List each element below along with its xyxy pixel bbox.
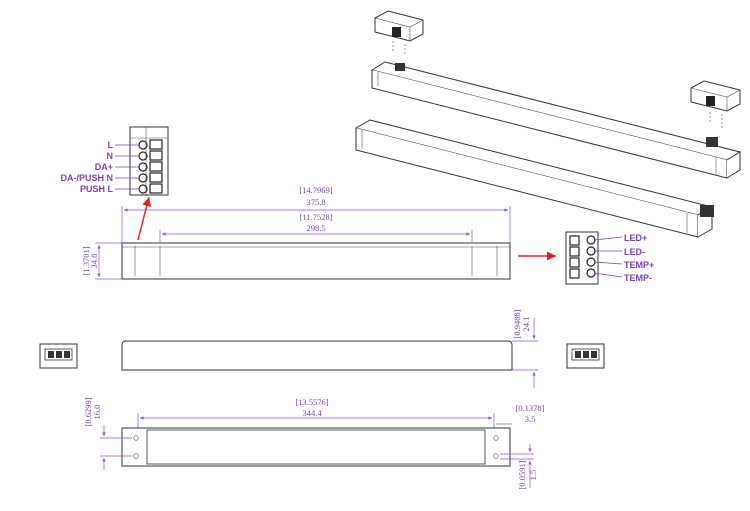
dim-top-inner-mm: 298.5 xyxy=(306,223,325,233)
output-terminal-label: TEMP+ xyxy=(624,260,654,270)
driver-side-body xyxy=(121,340,513,371)
input-terminal-label: L xyxy=(108,140,114,150)
output-terminal-label: LED+ xyxy=(624,233,647,243)
input-terminal-label: N xyxy=(107,151,114,161)
dim-bottom-hole-span-mm: 16.0 xyxy=(92,405,102,420)
top-view: [14.7969] 375.8 [11.7528] 298.5 [1.3701]… xyxy=(81,185,556,280)
end-cap-left xyxy=(374,10,424,55)
output-terminal-block: LED+ LED- TEMP+ TEMP- xyxy=(565,231,654,285)
driver-top-body xyxy=(121,242,511,280)
input-terminal-block: L N DA+ DA-/PUSH N PUSH L xyxy=(60,126,169,196)
output-terminal-label: LED- xyxy=(624,247,645,257)
dim-top-length-in: [14.7969] xyxy=(299,185,332,195)
dim-bottom-tab-mm: 3.5 xyxy=(525,414,536,424)
driver-lower xyxy=(354,119,714,238)
input-terminal-label: PUSH L xyxy=(80,184,114,194)
dim-bottom-hole-span-in: [0.6299] xyxy=(83,397,93,426)
dim-side-height-mm: 24.1 xyxy=(521,317,531,332)
end-view-left xyxy=(39,343,78,369)
input-callout-arrow xyxy=(137,196,152,241)
input-terminal-label: DA+ xyxy=(95,162,113,172)
output-terminal-label: TEMP- xyxy=(624,273,652,283)
bottom-view: [13.5576] 344.4 [0.1378] 3.5 [0.6299] 16… xyxy=(83,397,545,490)
end-cap-right xyxy=(690,80,741,128)
driver-upper xyxy=(370,61,742,179)
end-view-right xyxy=(566,343,605,369)
side-view: [0.9488] 24.1 xyxy=(39,309,605,388)
dim-bottom-hole-in: [0.0591] xyxy=(517,460,527,489)
dim-bottom-pitch-mm: 344.4 xyxy=(302,408,322,418)
dim-top-inner-in: [11.7528] xyxy=(300,212,333,222)
dim-bottom-pitch-in: [13.5576] xyxy=(295,397,328,407)
dim-bottom-tab-in: [0.1378] xyxy=(515,403,544,413)
dim-top-length-mm: 375.8 xyxy=(306,197,325,207)
dim-bottom-hole-mm: 1.5 xyxy=(528,470,538,481)
isometric-view xyxy=(354,10,742,238)
input-terminal-label: DA-/PUSH N xyxy=(60,173,113,183)
dim-top-height-in: [1.3701] xyxy=(81,246,91,275)
dim-side-height-in: [0.9488] xyxy=(512,309,522,338)
dim-top-height-mm: 34.8 xyxy=(89,254,99,269)
